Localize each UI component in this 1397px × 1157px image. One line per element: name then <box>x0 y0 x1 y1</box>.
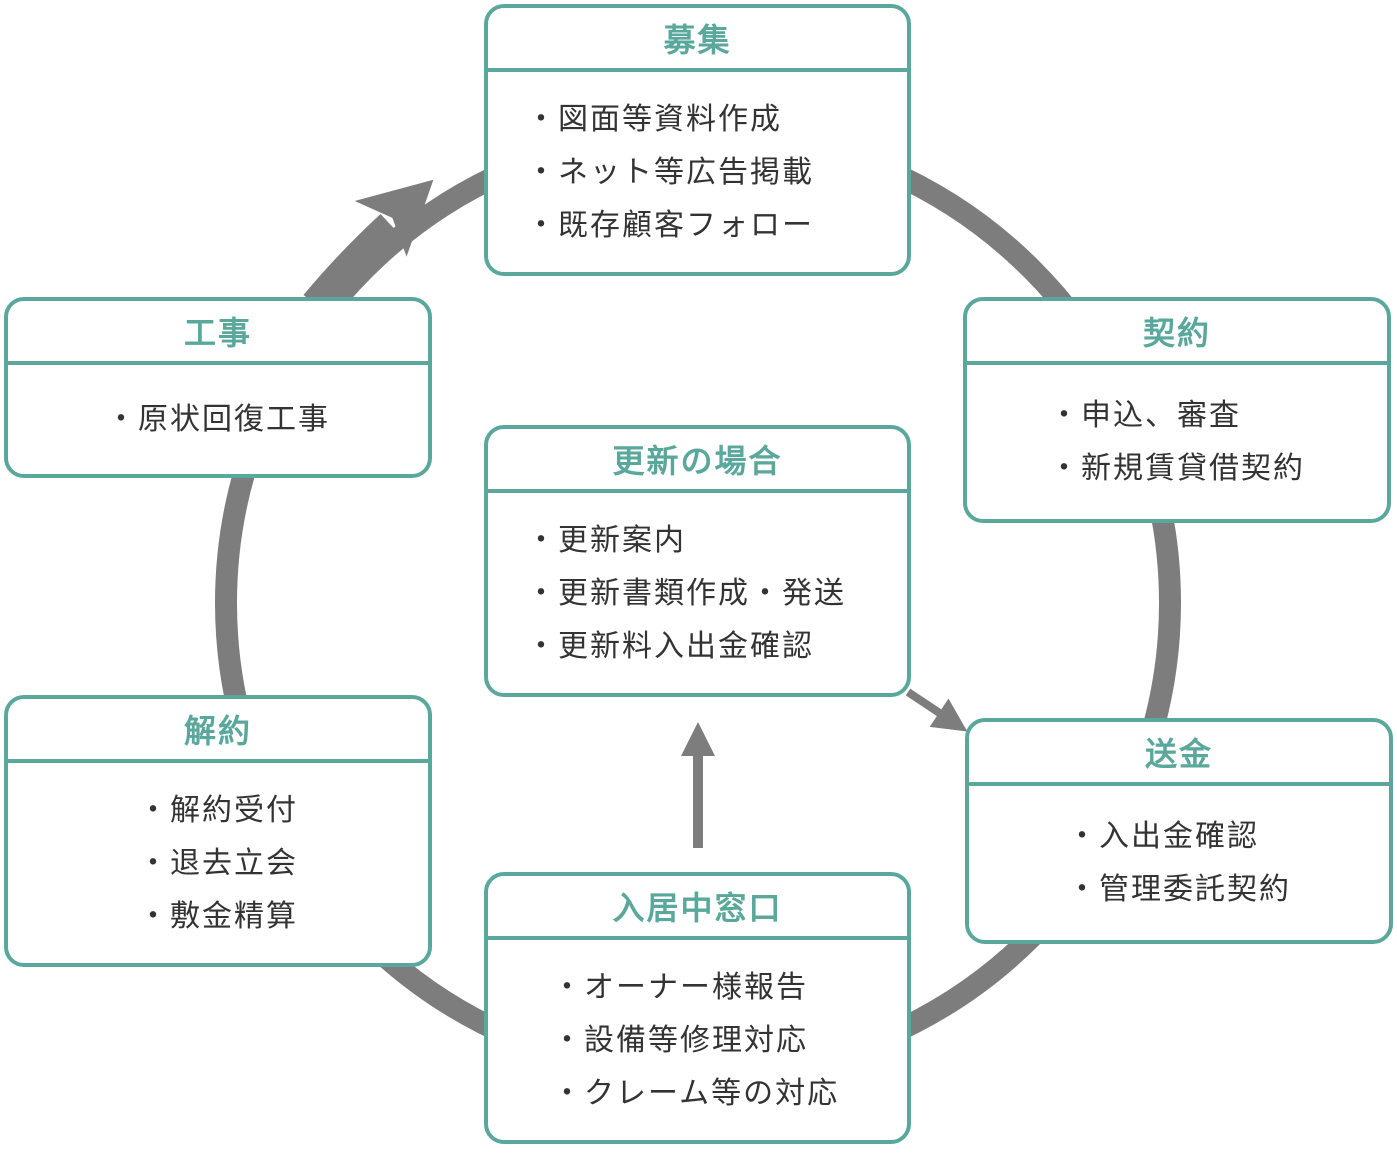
stage-nyukyo: 入居中窓口 オーナー様報告設備等修理対応クレーム等の対応 <box>484 872 911 1144</box>
stage-koji-title: 工事 <box>8 301 428 365</box>
task-item: 設備等修理対応 <box>552 1014 808 1067</box>
task-item: クレーム等の対応 <box>552 1067 839 1120</box>
stage-kaiyaku-items: 解約受付退去立会敷金精算 <box>138 784 298 943</box>
stage-keiyaku-items: 申込、審査新規賃貸借契約 <box>1049 389 1305 495</box>
task-item: 入出金確認 <box>1067 810 1259 863</box>
stage-boshu: 募集 図面等資料作成ネット等広告掲載既存顧客フォロー <box>484 4 911 276</box>
task-item: 新規賃貸借契約 <box>1049 442 1305 495</box>
task-item: 敷金精算 <box>138 890 298 943</box>
stage-nyukyo-items: オーナー様報告設備等修理対応クレーム等の対応 <box>552 961 907 1120</box>
task-item: オーナー様報告 <box>552 961 808 1014</box>
task-item: 図面等資料作成 <box>526 93 782 146</box>
stage-keiyaku-title: 契約 <box>967 301 1387 365</box>
stage-boshu-title: 募集 <box>488 8 907 72</box>
stage-koji-items: 原状回復工事 <box>106 393 330 446</box>
stage-sokin-title: 送金 <box>969 722 1389 786</box>
stage-koshin: 更新の場合 更新案内更新書類作成・発送更新料入出金確認 <box>484 425 911 697</box>
stage-keiyaku: 契約 申込、審査新規賃貸借契約 <box>963 297 1391 523</box>
task-item: 既存顧客フォロー <box>526 199 814 252</box>
task-item: 原状回復工事 <box>106 393 330 446</box>
task-item: 管理委託契約 <box>1067 863 1291 916</box>
task-item: ネット等広告掲載 <box>526 146 814 199</box>
task-item: 更新案内 <box>526 514 686 567</box>
task-item: 申込、審査 <box>1049 389 1241 442</box>
task-item: 更新料入出金確認 <box>526 620 814 673</box>
stage-koji: 工事 原状回復工事 <box>4 297 432 478</box>
task-item: 退去立会 <box>138 837 298 890</box>
stage-boshu-items: 図面等資料作成ネット等広告掲載既存顧客フォロー <box>526 93 907 252</box>
arrow-koji-to-boshu <box>303 179 434 310</box>
stage-koshin-title: 更新の場合 <box>488 429 907 493</box>
stage-sokin: 送金 入出金確認管理委託契約 <box>965 718 1393 944</box>
task-item: 解約受付 <box>138 784 298 837</box>
stage-kaiyaku: 解約 解約受付退去立会敷金精算 <box>4 695 432 967</box>
task-item: 更新書類作成・発送 <box>526 567 846 620</box>
stage-kaiyaku-title: 解約 <box>8 699 428 763</box>
stage-sokin-items: 入出金確認管理委託契約 <box>1067 810 1291 916</box>
stage-koshin-items: 更新案内更新書類作成・発送更新料入出金確認 <box>526 514 907 673</box>
stage-nyukyo-title: 入居中窓口 <box>488 876 907 940</box>
arrow-koshin-to-sokin <box>905 688 968 732</box>
